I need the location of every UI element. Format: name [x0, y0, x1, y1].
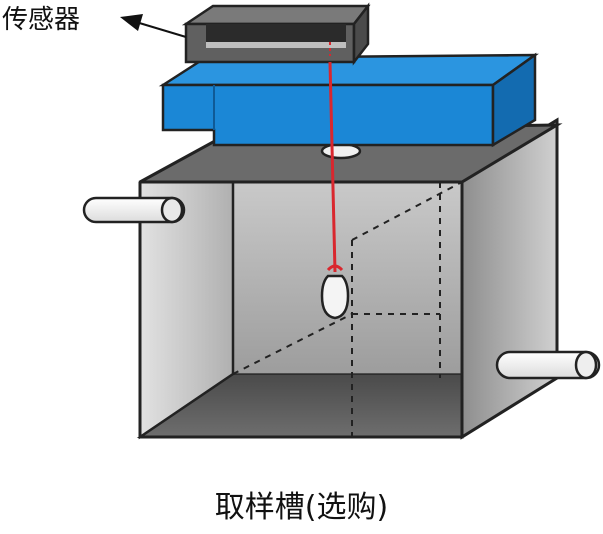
float-body	[320, 274, 350, 320]
inlet-pipe	[82, 196, 186, 224]
sensor-label: 传感器	[2, 5, 81, 35]
sensor-side	[352, 2, 370, 66]
blue-housing-side	[491, 52, 537, 148]
outlet-pipe	[495, 350, 601, 380]
tank-back-wall	[232, 181, 463, 375]
hidden-edges	[232, 181, 463, 437]
sensor-top	[181, 4, 371, 26]
sensor	[181, 2, 371, 66]
float	[320, 264, 350, 320]
caption: 取样槽(选购)	[214, 490, 389, 525]
arrow-icon	[120, 14, 187, 38]
blue-housing-front	[161, 83, 495, 147]
blue-housing	[158, 52, 539, 148]
sensor-slot	[206, 24, 346, 42]
measuring-line	[328, 61, 337, 273]
